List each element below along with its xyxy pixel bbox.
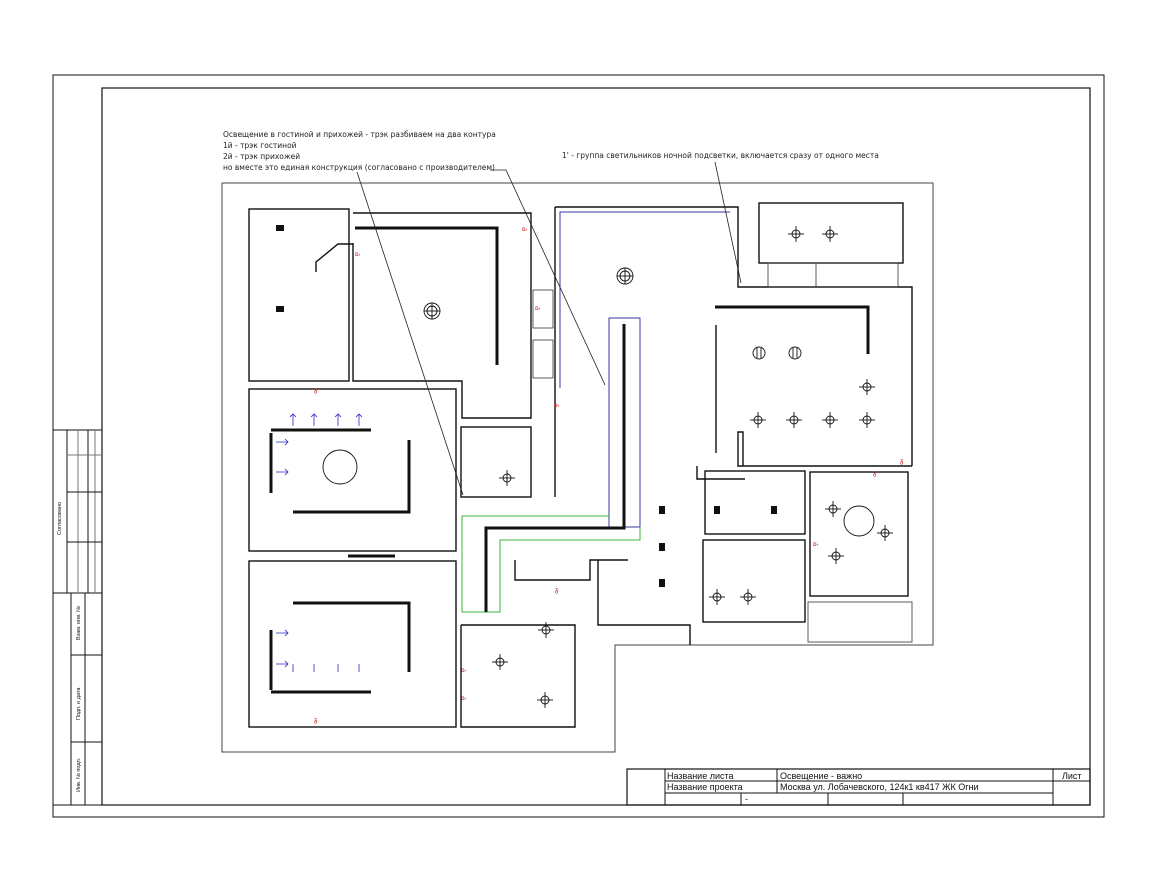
note-left-line-4: но вместе это единая конструкция (соглас… bbox=[223, 163, 495, 172]
svg-text:ᴅᵣ: ᴅᵣ bbox=[535, 305, 541, 312]
spot-light-icon bbox=[740, 589, 756, 605]
svg-text:ᴅᵣ: ᴅᵣ bbox=[355, 251, 361, 258]
note-left-line-3: 2й - трэк прихожей bbox=[223, 152, 300, 161]
track-light-line bbox=[484, 324, 626, 612]
spot-light-icon bbox=[786, 412, 802, 428]
note-right: 1' - группа светильников ночной подсветк… bbox=[562, 151, 879, 160]
sheet-name-label: Название листа bbox=[667, 771, 734, 781]
inner-frame bbox=[101, 87, 1091, 806]
stamp-replaces-inv: Взам. инв. № bbox=[76, 606, 82, 640]
project-name-value: Москва ул. Лобачевского, 124к1 кв417 ЖК … bbox=[780, 782, 979, 792]
round-lamp-icon bbox=[322, 449, 358, 485]
note-left-line-2: 1й - трэк гостиной bbox=[223, 141, 297, 150]
svg-text:ᵹ: ᵹ bbox=[873, 470, 877, 477]
spot-light-icon bbox=[822, 412, 838, 428]
spot-light-icon bbox=[537, 692, 553, 708]
spot-light-icon bbox=[750, 412, 766, 428]
pendant-icon bbox=[788, 346, 802, 360]
track-blue-line bbox=[559, 211, 730, 388]
spot-light-icon bbox=[709, 589, 725, 605]
leader-lines bbox=[356, 161, 742, 496]
chandelier-icon bbox=[423, 302, 441, 320]
project-name-label: Название проекта bbox=[667, 782, 743, 792]
note-left-line-1: Освещение в гостиной и прихожей - трэк р… bbox=[223, 130, 496, 139]
notes-left: Освещение в гостиной и прихожей - трэк р… bbox=[223, 130, 496, 172]
spot-light-icon bbox=[788, 226, 804, 242]
spot-light-icon bbox=[492, 654, 508, 670]
dash-cell: - bbox=[745, 794, 748, 804]
spot-light-icon bbox=[877, 525, 893, 541]
outer-frame bbox=[52, 74, 1105, 818]
svg-text:ᵹ: ᵹ bbox=[900, 458, 904, 465]
floor-markers bbox=[276, 225, 777, 587]
sheet-label: Лист bbox=[1062, 771, 1082, 781]
spot-light-icon bbox=[538, 622, 554, 638]
stamp-sign-date: Подп. и дата bbox=[76, 687, 82, 720]
spot-light-icon bbox=[825, 501, 841, 517]
spot-light-icon bbox=[499, 470, 515, 486]
svg-text:ᴅᵣ: ᴅᵣ bbox=[461, 667, 467, 674]
svg-text:ᵹ: ᵹ bbox=[314, 387, 318, 394]
svg-text:ᴅᵣ: ᴅᵣ bbox=[461, 695, 467, 702]
spot-lights bbox=[492, 226, 893, 708]
switch-marks: ᴅᵣ ᴅᵣ ᴅᵣ ᴅᵣ ᵹ ᵹ ᴅᵣ ᴅᵣ ᵹ ᵹ ᵹ ᴅᵣ bbox=[314, 226, 904, 724]
ceiling-lights bbox=[322, 267, 875, 537]
svg-text:ᵹ: ᵹ bbox=[555, 587, 559, 594]
svg-text:ᴅᵣ: ᴅᵣ bbox=[522, 226, 528, 233]
walls bbox=[248, 202, 913, 728]
stamp-inv-orig: Инв. № подл. bbox=[76, 757, 82, 792]
chandelier-icon bbox=[616, 267, 634, 285]
side-stamp: Согласовано Взам. инв. № Подп. и дата Ин… bbox=[52, 429, 103, 806]
svg-text:ᴅᵣ: ᴅᵣ bbox=[813, 541, 819, 548]
title-block: Название листа Освещение - важно Названи… bbox=[626, 768, 1091, 806]
wall-light-arrows bbox=[276, 413, 363, 672]
svg-text:ᵹ: ᵹ bbox=[314, 717, 318, 724]
round-lamp-icon bbox=[843, 505, 875, 537]
sheet-name-value: Освещение - важно bbox=[780, 771, 862, 781]
spot-light-icon bbox=[828, 548, 844, 564]
building-outline bbox=[221, 182, 934, 753]
spot-light-icon bbox=[822, 226, 838, 242]
stamp-agreed: Согласовано bbox=[57, 502, 63, 535]
pendant-icon bbox=[752, 346, 766, 360]
spot-light-icon bbox=[859, 412, 875, 428]
spot-light-icon bbox=[859, 379, 875, 395]
svg-text:ᴅᵣ: ᴅᵣ bbox=[554, 402, 560, 409]
track-hall-contour bbox=[461, 515, 641, 613]
